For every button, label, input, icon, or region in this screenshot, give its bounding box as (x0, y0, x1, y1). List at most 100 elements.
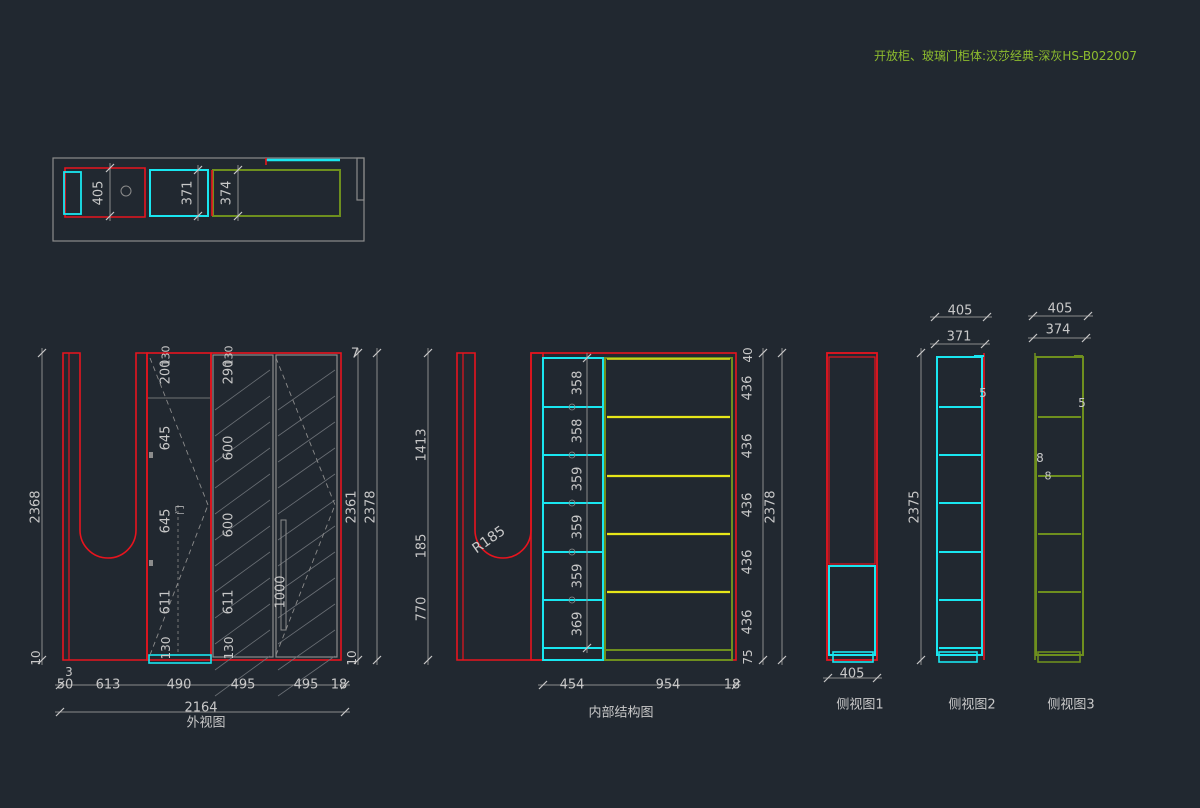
dimension-tick (777, 655, 787, 665)
drawing-title: 开放柜、玻璃门柜体:汉莎经典-深灰HS-B022007 (874, 49, 1137, 63)
exterior-panel-dim: 645 (159, 426, 174, 451)
exterior-height-left: 2368 (29, 490, 44, 523)
exterior-width-value: 18 (331, 678, 348, 693)
exterior-glass-door-right (275, 354, 338, 658)
side3-small-dim: 8 (1045, 470, 1052, 483)
dimension-tick (37, 348, 47, 358)
glass-hatch (277, 421, 336, 463)
side3-plinth (1037, 651, 1081, 663)
dimension-tick (823, 673, 833, 683)
door-hinge-icon (149, 452, 153, 458)
exterior-glass-door-left (212, 354, 274, 658)
shelf-pin-icon (568, 451, 576, 459)
exterior-plinth (148, 654, 212, 664)
glass-hatch (214, 421, 271, 463)
dimension-tick (731, 680, 741, 690)
plan-dim-374: 374 (220, 181, 235, 206)
side1-outline (826, 352, 878, 661)
exterior-top-dim: 7 (351, 347, 359, 362)
dimension-tick (105, 211, 115, 221)
exterior-door-frame (210, 352, 342, 661)
exterior-width-value: 50 (57, 678, 74, 693)
glass-hatch (277, 655, 336, 697)
dimension-tick (423, 348, 433, 358)
glass-hatch (214, 395, 271, 437)
side2-width-405: 405 (948, 304, 973, 319)
glass-hatch (214, 655, 271, 697)
interior-left-height: 1413 (415, 428, 430, 461)
exterior-panel-dim: 130 (160, 346, 173, 367)
interior-open-shelf-unit (542, 357, 604, 661)
interior-shelf-height: 369 (571, 612, 586, 637)
plan-dim-371: 371 (181, 181, 196, 206)
interior-left-height: 770 (415, 597, 430, 622)
exterior-total-width: 2164 (184, 701, 217, 716)
side2-outline (936, 356, 983, 656)
plan-glass-cabinet (149, 169, 209, 217)
interior-shelf-height: 359 (571, 564, 586, 589)
interior-caption: 内部结构图 (588, 705, 653, 721)
dimension-tick (37, 655, 47, 665)
exterior-panel-dim: 611 (159, 590, 174, 615)
dimension-tick (233, 211, 243, 221)
shelf-pin-icon (568, 499, 576, 507)
glass-hatch (214, 369, 271, 411)
side2-plinth (938, 651, 978, 663)
dimension-tick (1028, 333, 1038, 343)
glass-hatch (214, 473, 271, 515)
glass-hatch (214, 603, 271, 645)
glass-hatch (214, 577, 271, 619)
side3-small-dim: 5 (1078, 396, 1086, 410)
exterior-open-cabinet (62, 352, 148, 661)
exterior-caption: 外视图 (186, 716, 225, 731)
dimension-tick (1083, 311, 1093, 321)
shelf-pin-icon (568, 596, 576, 604)
dimension-tick (758, 348, 768, 358)
interior-right-height: 436 (741, 376, 756, 401)
exterior-width-value: 613 (96, 678, 121, 693)
dimension-tick (1028, 311, 1038, 321)
shelf-pin-icon (568, 548, 576, 556)
glass-hatch (214, 447, 271, 489)
exterior-width-value: 495 (231, 678, 256, 693)
plan-knob-icon (120, 185, 132, 197)
dimension-tick (372, 655, 382, 665)
exterior-panel-dim: 611 (222, 590, 237, 615)
side3-caption: 侧视图3 (1047, 698, 1094, 713)
interior-shelf-height: 358 (571, 419, 586, 444)
side2-height-value: 2375 (908, 490, 923, 523)
interior-open-cabinet (456, 352, 544, 661)
dimension-tick (340, 707, 350, 717)
glass-hatch (277, 551, 336, 593)
dimension-tick (372, 348, 382, 358)
dimension-tick (982, 312, 992, 322)
dimension-tick (423, 655, 433, 665)
side2-width-371: 371 (947, 330, 972, 345)
plan-shelf-cabinet (212, 169, 341, 217)
dimension-tick (105, 163, 115, 173)
plan-open-cabinet (64, 167, 146, 218)
side2-small-dim: 5 (979, 386, 987, 400)
interior-right-height: 40 (741, 347, 755, 362)
interior-width-value: 18 (724, 678, 741, 693)
dimension-tick (872, 673, 882, 683)
dimension-tick (340, 680, 350, 690)
side3-width-405: 405 (1048, 302, 1073, 317)
dimension-tick (758, 655, 768, 665)
dimension-tick (233, 165, 243, 175)
glass-hatch (277, 395, 336, 437)
exterior-panel-dim: 290 (222, 360, 237, 385)
interior-left-height: 185 (415, 534, 430, 559)
exterior-panel-dim: 130 (159, 637, 173, 660)
exterior-panel-dim: 645 (159, 509, 174, 534)
exterior-door-label: 门 (174, 505, 186, 514)
exterior-panel-dim: 600 (222, 436, 237, 461)
dimension-tick (1081, 333, 1091, 343)
exterior-width-value: 495 (294, 678, 319, 693)
side2-caption: 侧视图2 (948, 698, 995, 713)
dimension-tick (930, 339, 940, 349)
interior-right-height: 436 (741, 610, 756, 635)
exterior-panel-dim: 1000 (274, 575, 289, 608)
side1-lower-frame (828, 565, 876, 656)
